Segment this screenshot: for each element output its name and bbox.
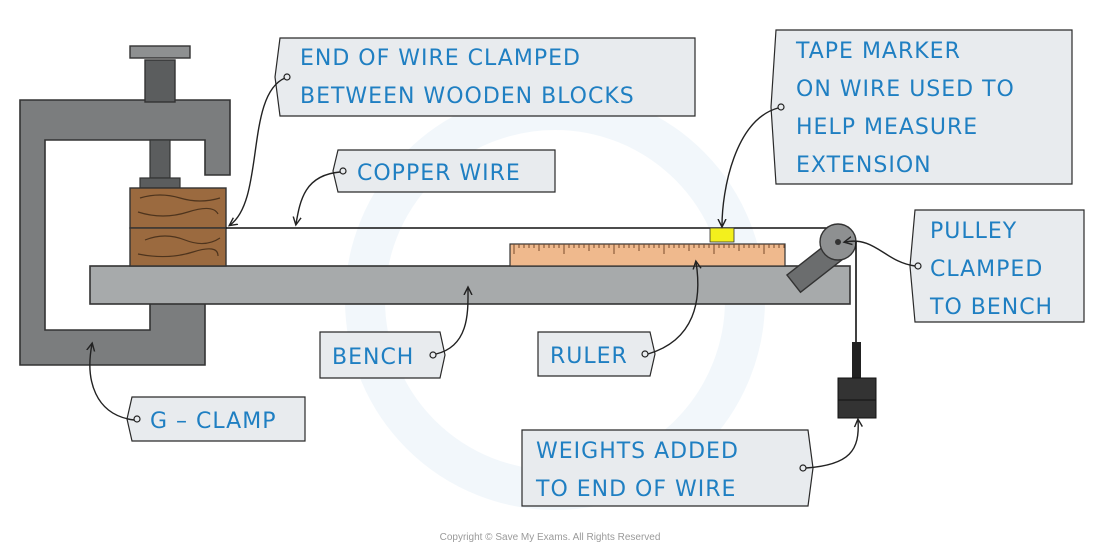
label-line: BENCH	[332, 345, 414, 370]
label-line: G – CLAMP	[150, 409, 276, 434]
label-line: COPPER WIRE	[357, 161, 521, 186]
weight-hanger	[852, 342, 861, 378]
tape-marker	[709, 227, 735, 243]
label-weights-added: WEIGHTS ADDED TO END OF WIRE	[521, 429, 814, 507]
wooden-blocks	[129, 187, 227, 267]
clamp-screw-handle	[144, 59, 176, 103]
label-line: END OF WIRE CLAMPED	[300, 46, 581, 71]
bench	[89, 265, 851, 305]
label-tape-marker: TAPE MARKER ON WIRE USED TO HELP MEASURE…	[770, 29, 1073, 185]
label-line: WEIGHTS ADDED	[536, 439, 739, 464]
label-line: ON WIRE USED TO	[796, 77, 1015, 102]
clamp-screw	[149, 139, 171, 179]
label-line: CLAMPED	[930, 257, 1043, 282]
weights	[837, 377, 877, 419]
ruler	[509, 243, 786, 267]
label-line: EXTENSION	[796, 153, 932, 178]
label-line: PULLEY	[930, 219, 1017, 244]
label-line: HELP MEASURE	[796, 115, 978, 140]
label-line: TAPE MARKER	[795, 39, 961, 64]
label-ruler: RULER	[537, 331, 656, 377]
label-bench: BENCH	[319, 331, 446, 379]
label-copper-wire: COPPER WIRE	[332, 149, 556, 193]
copyright-text: Copyright © Save My Exams. All Rights Re…	[440, 532, 661, 543]
g-clamp	[19, 45, 231, 366]
label-pulley: PULLEY CLAMPED TO BENCH	[909, 209, 1085, 323]
pulley	[785, 223, 857, 294]
label-g-clamp: G – CLAMP	[126, 396, 306, 442]
clamp-t-bar	[129, 45, 191, 59]
lower-wooden-block	[129, 227, 227, 267]
upper-wooden-block	[129, 187, 227, 229]
clamp-pad	[139, 177, 181, 189]
label-line: RULER	[550, 344, 628, 369]
label-line: TO BENCH	[929, 295, 1053, 320]
label-line: BETWEEN WOODEN BLOCKS	[300, 84, 635, 109]
label-end-of-wire-clamped: END OF WIRE CLAMPED BETWEEN WOODEN BLOCK…	[274, 37, 696, 117]
label-line: TO END OF WIRE	[535, 477, 736, 502]
